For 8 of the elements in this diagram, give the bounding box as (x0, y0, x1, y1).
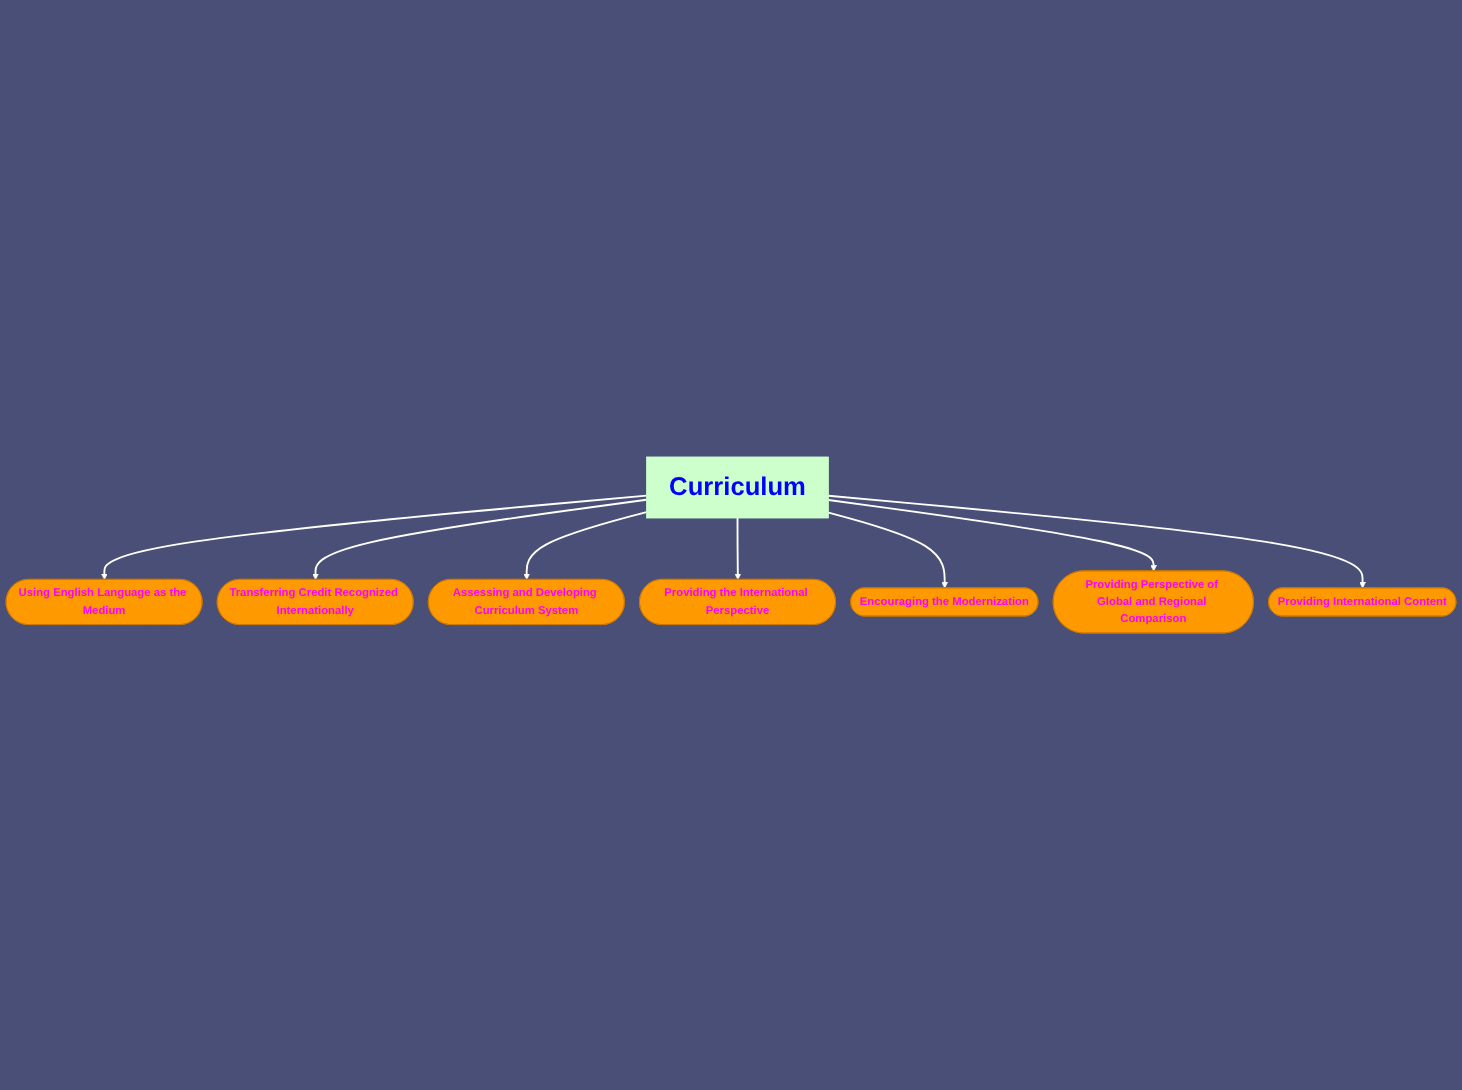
node-box: Curriculum (646, 456, 829, 519)
arrow (101, 494, 648, 580)
arrow (827, 499, 1157, 572)
arrow (312, 498, 648, 580)
arrow (523, 511, 648, 580)
arrow (827, 511, 948, 589)
arrow (734, 517, 742, 580)
arrow (827, 494, 1366, 589)
